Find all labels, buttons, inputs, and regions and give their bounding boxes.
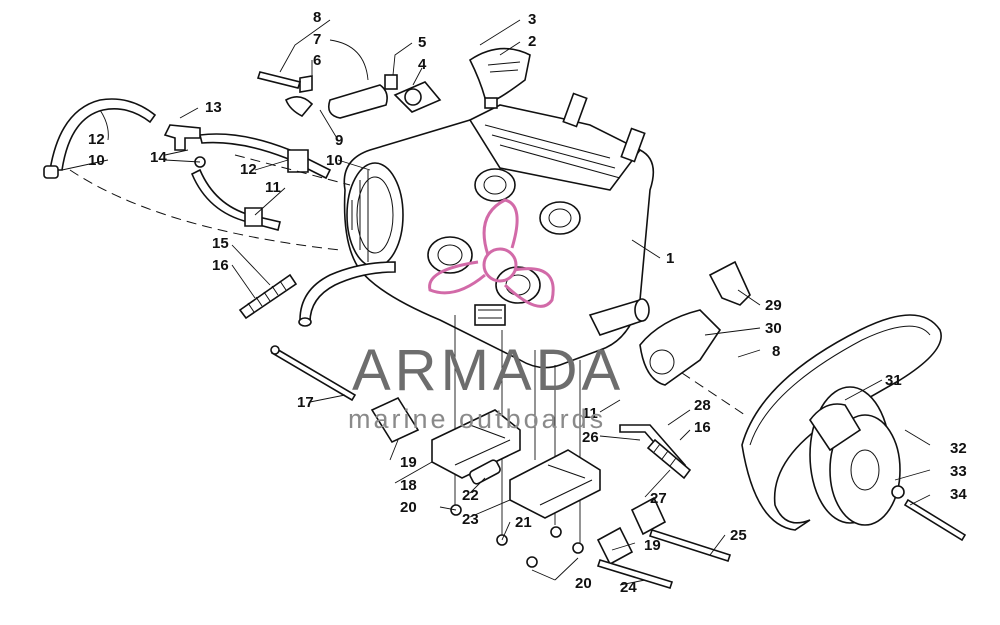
callout-16-left: 16 [212, 257, 229, 274]
callout-13: 13 [205, 99, 222, 116]
callout-21: 21 [515, 514, 532, 531]
callout-22: 22 [462, 487, 479, 504]
callout-33: 33 [950, 463, 967, 480]
watermark-subtitle: marine outboards [348, 404, 606, 434]
callout-11-left: 10 [88, 152, 105, 169]
callout-31: 31 [885, 372, 902, 389]
callout-10-label: 10 [326, 152, 343, 169]
engine-block [343, 92, 655, 369]
callout-1: 1 [666, 250, 674, 267]
watermark-logo [428, 198, 555, 308]
callout-6: 6 [313, 52, 321, 69]
callout-11-mid: 11 [265, 179, 281, 196]
callout-20-left: 20 [400, 499, 417, 516]
callout-7: 7 [313, 31, 321, 48]
coolant-hoses [43, 98, 396, 327]
callout-8-right: 8 [772, 343, 780, 360]
watermark-title: ARMADA [352, 338, 624, 403]
callout-20-bottom: 20 [575, 575, 592, 592]
callout-8-top: 8 [313, 9, 321, 26]
callout-5: 5 [418, 34, 426, 51]
callout-4: 4 [418, 56, 427, 73]
callout-11-right: 11 [582, 405, 598, 422]
callout-14: 14 [150, 149, 167, 166]
callout-12-mid: 12 [240, 161, 257, 178]
callout-26: 26 [582, 429, 599, 446]
leader-lines [61, 19, 931, 586]
callout-25: 25 [730, 527, 747, 544]
callout-34: 34 [950, 486, 967, 503]
upper-brackets [256, 47, 531, 119]
callout-18: 18 [400, 477, 417, 494]
callout-30: 30 [765, 320, 782, 337]
drive-assembly [619, 260, 942, 531]
callout-19-right: 19 [644, 537, 661, 554]
callout-9: 9 [335, 132, 343, 149]
engine-mounts [270, 345, 967, 589]
callout-19-left: 19 [400, 454, 417, 471]
callout-24: 24 [620, 579, 637, 596]
callout-17: 17 [297, 394, 314, 411]
callout-23: 23 [462, 511, 479, 528]
callout-2: 2 [528, 33, 536, 50]
callout-27: 27 [650, 490, 667, 507]
callout-28: 28 [694, 397, 711, 414]
callout-29: 29 [765, 297, 782, 314]
callout-labels: 8 7 6 5 4 3 2 13 12 10 14 12 11 9 15 10 … [88, 9, 967, 596]
callout-16-right: 16 [694, 419, 711, 436]
callout-3: 3 [528, 11, 536, 28]
callout-12-left: 12 [88, 131, 105, 148]
callout-32: 32 [950, 440, 967, 457]
watermark: ARMADA marine outboards [348, 338, 624, 434]
callout-15: 15 [212, 235, 229, 252]
